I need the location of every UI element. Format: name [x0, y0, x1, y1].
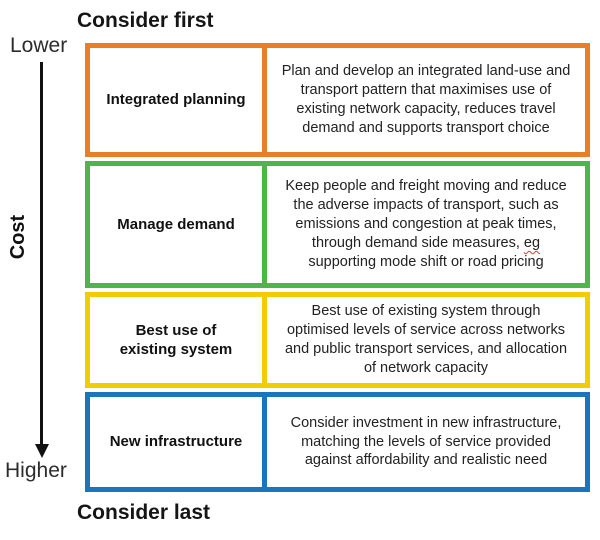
row-best-use-existing-system: Best use of existing system Best use of …	[85, 292, 590, 388]
description-text: Keep people and freight moving and reduc…	[285, 178, 567, 251]
row-description-cell: Keep people and freight moving and reduc…	[267, 166, 585, 283]
cost-axis-label: Cost	[7, 214, 29, 260]
row-description-cell: Best use of existing system through opti…	[284, 303, 568, 376]
row-integrated-planning: Integrated planning Plan and develop an …	[85, 43, 590, 157]
consider-first-title: Consider first	[77, 9, 214, 32]
row-label-cell: New infrastructure	[90, 397, 267, 487]
cost-arrow-line	[40, 62, 43, 446]
consider-last-title: Consider last	[77, 501, 211, 524]
row-label-cell: Best use of existing system	[90, 297, 267, 383]
axis-lower-label: Lower	[10, 34, 68, 57]
row-label-cell: Integrated planning	[90, 48, 267, 152]
row-description-cell: Plan and develop an integrated land-use …	[281, 63, 571, 136]
row-new-infrastructure: New infrastructure Consider investment i…	[85, 392, 590, 492]
row-description-cell: Consider investment in new infrastructur…	[290, 414, 562, 469]
spellcheck-flagged-word: eg	[523, 234, 541, 251]
row-label-cell: Manage demand	[90, 166, 267, 283]
row-manage-demand: Manage demand Keep people and freight mo…	[85, 161, 590, 288]
axis-higher-label: Higher	[5, 459, 67, 482]
description-text: supporting mode shift or road pricing	[308, 253, 544, 270]
arrow-down-icon	[35, 444, 49, 458]
